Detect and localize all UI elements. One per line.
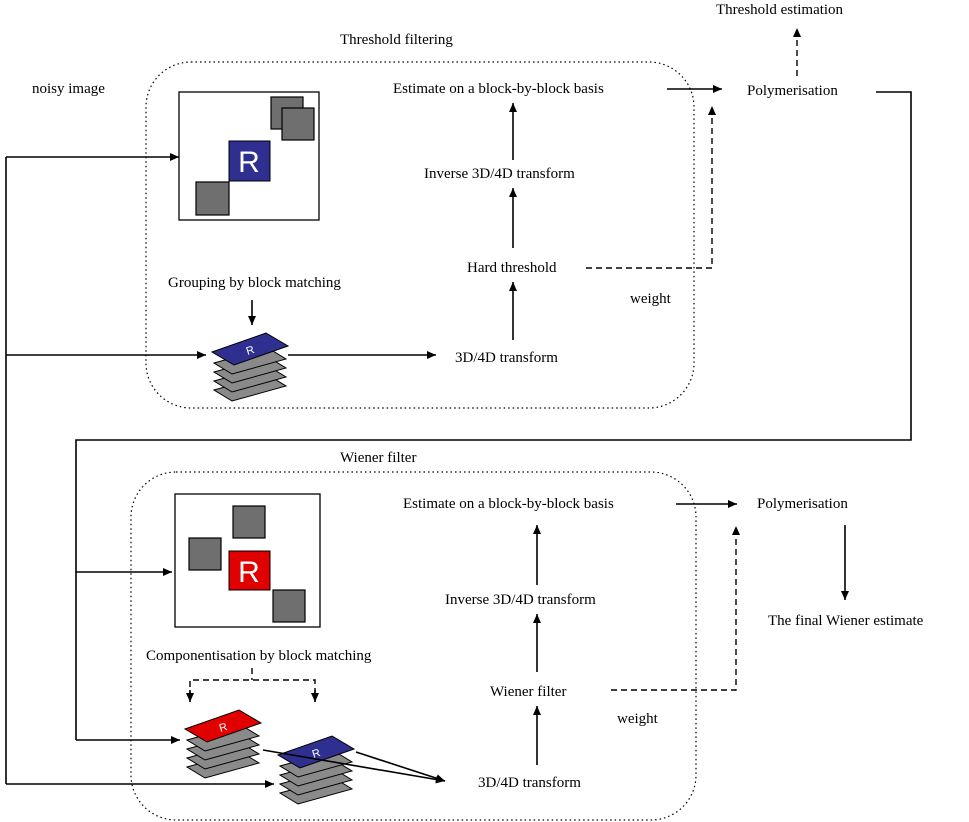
bottom-reference-block bbox=[228, 550, 271, 591]
componentisation-bracket bbox=[189, 679, 316, 697]
threshold-estimation-label: Threshold estimation bbox=[716, 2, 844, 18]
top-weight-label: weight bbox=[630, 291, 672, 307]
top-reference-block bbox=[228, 140, 271, 182]
threshold-filtering-label: Threshold filtering bbox=[340, 32, 453, 48]
top-stack-reference-letter: R bbox=[245, 344, 256, 358]
wiener-filter-box bbox=[130, 471, 697, 821]
bottom-reference-letter: R bbox=[238, 556, 260, 589]
noisy-image-label: noisy image bbox=[32, 81, 105, 97]
top-weight-dashed-arrow bbox=[586, 106, 716, 269]
bottom-polymerisation-label: Polymerisation bbox=[757, 496, 848, 512]
final-wiener-estimate-label: The final Wiener estimate bbox=[768, 613, 924, 629]
top-block-stack: R bbox=[210, 332, 290, 402]
bottom-similar-block bbox=[272, 589, 306, 623]
wiener-filter-step-label: Wiener filter bbox=[490, 684, 566, 700]
bottom-similar-block bbox=[188, 537, 222, 571]
bottom-noisy-image-frame: R bbox=[174, 493, 321, 628]
bottom-estimate-label: Estimate on a block-by-block basis bbox=[403, 496, 614, 512]
red-stack-letter: R bbox=[218, 721, 229, 735]
top-stack-reference-layer bbox=[210, 332, 290, 366]
top-estimate-label: Estimate on a block-by-block basis bbox=[393, 81, 604, 97]
bottom-basic-stack: R bbox=[276, 735, 356, 805]
componentisation-label: Componentisation by block matching bbox=[146, 648, 372, 664]
red-stack-to-transform-arrow bbox=[262, 749, 446, 784]
top-noisy-image-frame: R bbox=[178, 91, 320, 221]
basic-estimate-connector bbox=[75, 91, 912, 740]
bottom-noisy-stack: R bbox=[183, 709, 263, 779]
bottom-inverse-transform-label: Inverse 3D/4D transform bbox=[445, 592, 596, 608]
top-similar-block bbox=[281, 107, 315, 141]
bottom-3d-transform-label: 3D/4D transform bbox=[478, 775, 581, 791]
top-polymerisation-label: Polymerisation bbox=[747, 83, 838, 99]
grouping-block-matching-label: Grouping by block matching bbox=[168, 275, 341, 291]
wiener-filter-section-label: Wiener filter bbox=[340, 450, 416, 466]
bottom-weight-label: weight bbox=[617, 711, 659, 727]
top-similar-block bbox=[195, 181, 230, 216]
top-inverse-transform-label: Inverse 3D/4D transform bbox=[424, 166, 575, 182]
bottom-weight-dashed-arrow bbox=[611, 526, 740, 691]
blue-stack-to-transform-arrow bbox=[355, 751, 446, 783]
bottom-stack-red-layer bbox=[183, 709, 263, 743]
top-3d-transform-label: 3D/4D transform bbox=[455, 350, 558, 366]
bottom-stack-blue-layer bbox=[276, 735, 356, 769]
blue-stack-letter: R bbox=[311, 747, 322, 761]
bottom-similar-block bbox=[232, 505, 266, 539]
top-reference-letter: R bbox=[238, 146, 260, 179]
hard-threshold-label: Hard threshold bbox=[467, 260, 557, 276]
